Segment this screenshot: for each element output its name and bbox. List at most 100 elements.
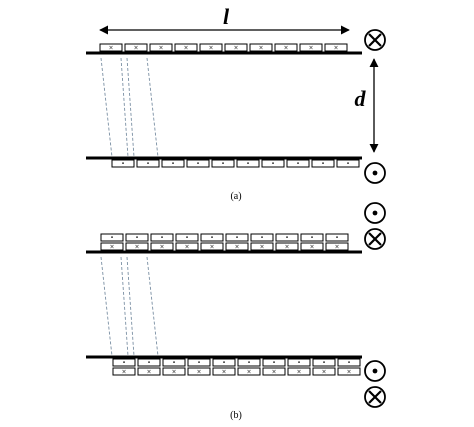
cell-mark: •	[321, 160, 325, 167]
dot-circle-icon	[364, 360, 386, 382]
cell-mark: •	[197, 359, 201, 366]
cross-circle-icon	[364, 228, 386, 250]
cell-mark: •	[346, 160, 350, 167]
conductor-cell: ×	[162, 367, 186, 376]
cell-mark: ×	[246, 368, 251, 375]
caption-a: (a)	[230, 191, 241, 202]
cell-mark: •	[235, 234, 239, 241]
cell-mark: ×	[133, 44, 138, 51]
cell-mark: ×	[271, 368, 276, 375]
cell-mark: ×	[183, 44, 188, 51]
conductor-cell: ×	[225, 242, 249, 251]
cell-mark: •	[160, 234, 164, 241]
conductor-cell: •	[187, 358, 211, 367]
conductor-cell: ×	[274, 43, 298, 52]
length-label: l	[223, 4, 230, 29]
conductor-cell: ×	[199, 43, 223, 52]
cell-mark: ×	[234, 243, 239, 250]
conductor-cell: •	[162, 358, 186, 367]
cell-mark: ×	[221, 368, 226, 375]
bottom-cell-row-2: × × × × × × × × × ×	[112, 367, 361, 376]
cell-mark: ×	[258, 44, 263, 51]
conductor-cell: •	[150, 233, 174, 242]
cross-circle-icon	[364, 386, 386, 408]
conductor-cell: •	[325, 233, 349, 242]
cell-mark: •	[335, 234, 339, 241]
cell-mark: •	[121, 160, 125, 167]
cell-mark: •	[247, 359, 251, 366]
cell-mark: ×	[309, 243, 314, 250]
conductor-cell: ×	[200, 242, 224, 251]
cell-mark: •	[310, 234, 314, 241]
conductor-cell: •	[337, 358, 361, 367]
cell-mark: •	[122, 359, 126, 366]
cell-mark: •	[246, 160, 250, 167]
cell-mark: ×	[208, 44, 213, 51]
conductor-cell: •	[237, 358, 261, 367]
cell-mark: ×	[296, 368, 301, 375]
cell-mark: ×	[346, 368, 351, 375]
cell-mark: ×	[184, 243, 189, 250]
conductor-cell: ×	[324, 43, 348, 52]
cell-mark: •	[172, 359, 176, 366]
cell-mark: •	[296, 160, 300, 167]
cell-mark: •	[196, 160, 200, 167]
cell-mark: ×	[158, 44, 163, 51]
conductor-cell: •	[250, 233, 274, 242]
cell-mark: ×	[334, 243, 339, 250]
conductor-cell: •	[200, 233, 224, 242]
cell-mark: •	[272, 359, 276, 366]
conductor-cell: ×	[287, 367, 311, 376]
cell-mark: •	[210, 234, 214, 241]
conductor-cell: •	[112, 358, 136, 367]
conductor-cell: •	[311, 159, 335, 168]
cell-mark: •	[171, 160, 175, 167]
conductor-cell: ×	[312, 367, 336, 376]
cell-mark: •	[322, 359, 326, 366]
dot-circle-icon	[364, 162, 386, 184]
conductor-cell: •	[175, 233, 199, 242]
conductor-cell: •	[186, 159, 210, 168]
cell-mark: •	[147, 359, 151, 366]
cell-mark: ×	[259, 243, 264, 250]
conductor-cell: •	[125, 233, 149, 242]
field-lines	[100, 57, 159, 158]
conductor-cell: ×	[299, 43, 323, 52]
cell-mark: •	[110, 234, 114, 241]
conductor-cell: ×	[300, 242, 324, 251]
cell-mark: ×	[196, 368, 201, 375]
conductor-cell: •	[161, 159, 185, 168]
cell-mark: •	[297, 359, 301, 366]
conductor-cell: •	[100, 233, 124, 242]
top-cell-row-2: ××××××××××	[100, 242, 349, 251]
cell-mark: •	[347, 359, 351, 366]
cell-mark: ×	[108, 44, 113, 51]
cell-mark: ×	[146, 368, 151, 375]
cell-mark: ×	[109, 243, 114, 250]
cell-mark: •	[185, 234, 189, 241]
conductor-cell: ×	[150, 242, 174, 251]
conductor-cell: ×	[99, 43, 123, 52]
cell-mark: ×	[134, 243, 139, 250]
conductor-cell: •	[262, 358, 286, 367]
conductor-cell: ×	[174, 43, 198, 52]
conductor-cell: •	[336, 159, 360, 168]
cell-mark: •	[146, 160, 150, 167]
conductor-cell: •	[212, 358, 236, 367]
bottom-cell-row-1: • • • • • • • • • •	[112, 358, 361, 367]
conductor-cell: •	[236, 159, 260, 168]
cell-mark: ×	[233, 44, 238, 51]
cell-mark: •	[221, 160, 225, 167]
conductor-cell: ×	[325, 242, 349, 251]
field-lines	[100, 256, 159, 357]
conductor-cell: ×	[187, 367, 211, 376]
cell-mark: ×	[159, 243, 164, 250]
conductor-cell: •	[136, 159, 160, 168]
cell-mark: ×	[121, 368, 126, 375]
conductor-cell: •	[287, 358, 311, 367]
conductor-cell: ×	[149, 43, 173, 52]
conductor-cell: •	[225, 233, 249, 242]
conductor-cell: ×	[125, 242, 149, 251]
conductor-cell: ×	[100, 242, 124, 251]
conductor-cell: •	[286, 159, 310, 168]
